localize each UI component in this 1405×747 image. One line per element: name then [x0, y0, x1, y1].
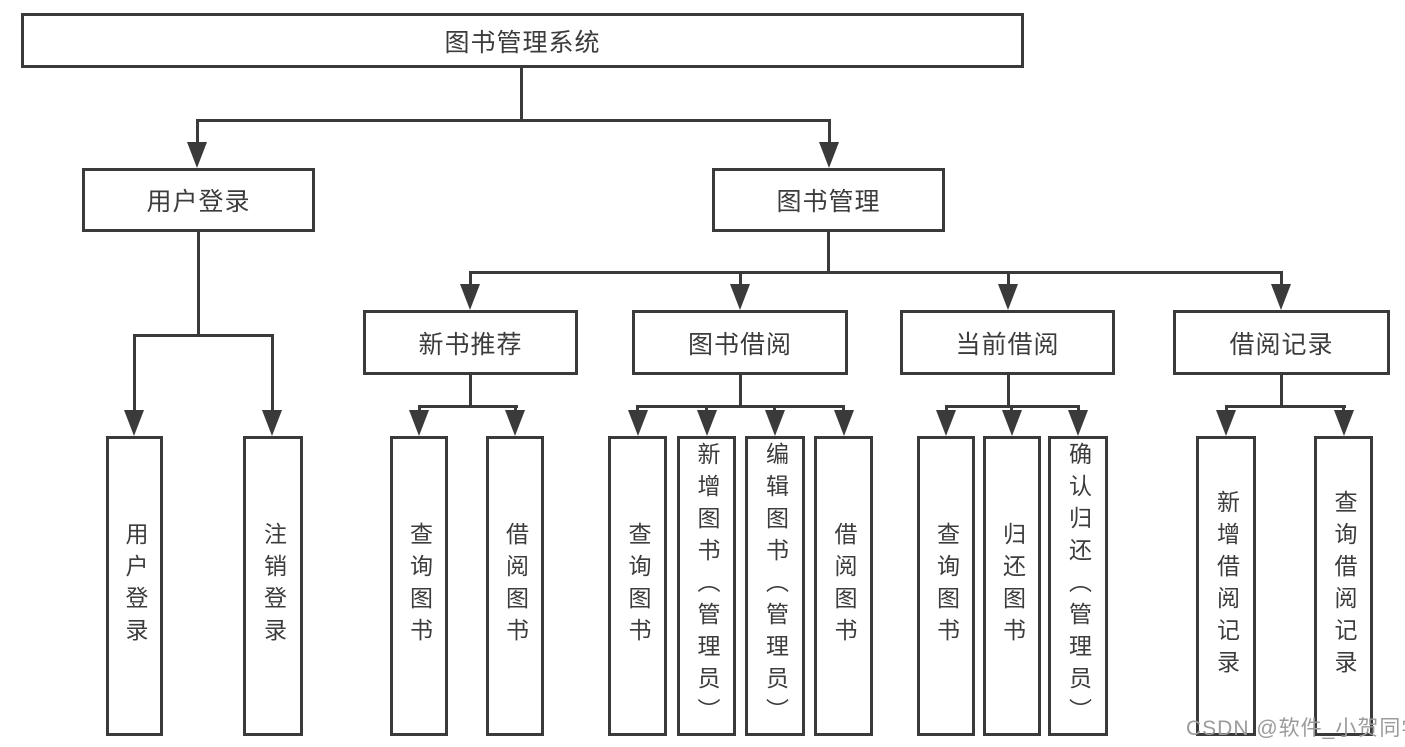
arrow-down-icon [730, 284, 750, 310]
node-borrow-record: 借阅记录 [1173, 310, 1390, 375]
leaf-logout: 注销登录 [243, 436, 303, 736]
leaf-record-add: 新增借阅记录 [1196, 436, 1256, 736]
arrow-down-icon [998, 284, 1018, 310]
connector-leaf-logout-stem [271, 334, 274, 412]
arrow-down-icon [628, 410, 648, 436]
arrow-down-icon [1216, 410, 1236, 436]
arrow-down-icon [1334, 410, 1354, 436]
leaf-newbook-borrow: 借阅图书 [486, 436, 544, 736]
connector-borrow-stem [739, 271, 742, 287]
node-user-login: 用户登录 [82, 168, 315, 232]
arrow-down-icon [1002, 410, 1022, 436]
node-root-system: 图书管理系统 [21, 13, 1024, 68]
connector-root-stem [520, 68, 523, 122]
arrow-down-icon [409, 410, 429, 436]
leaf-record-query: 查询借阅记录 [1314, 436, 1373, 736]
arrow-down-icon [460, 284, 480, 310]
arrow-down-icon [1271, 284, 1291, 310]
arrow-down-icon [834, 410, 854, 436]
connector-mgmt-split-stem [827, 232, 830, 274]
leaf-borrow-borrow: 借阅图书 [814, 436, 873, 736]
connector-bb-hline [636, 405, 845, 408]
connector-cb-stem [1007, 375, 1010, 408]
connector-newbook-stem [469, 271, 472, 287]
arrow-down-icon [262, 410, 282, 436]
arrow-down-icon [1068, 410, 1088, 436]
arrow-down-icon [124, 410, 144, 436]
arrow-down-icon [697, 410, 717, 436]
arrow-down-icon [765, 410, 785, 436]
leaf-borrow-add-admin: 新增图书（管理员） [677, 436, 736, 736]
node-new-book-recommend: 新书推荐 [363, 310, 578, 375]
connector-user-login-stem [196, 119, 199, 146]
connector-leaf-login-stem [133, 334, 136, 412]
csdn-watermark: CSDN @软件_小贺同学 [1186, 717, 1405, 740]
arrow-down-icon [936, 410, 956, 436]
connector-nb-stem [469, 375, 472, 408]
connector-user-split-stem [197, 232, 200, 337]
connector-br-stem [1280, 375, 1283, 408]
node-book-management: 图书管理 [712, 168, 945, 232]
leaf-current-return: 归还图书 [983, 436, 1041, 736]
connector-current-stem [1007, 271, 1010, 287]
connector-bb-stem [739, 375, 742, 408]
connector-mgmt-split-hline [469, 271, 1283, 274]
arrow-down-icon [187, 142, 207, 168]
connector-nb-hline [418, 405, 518, 408]
leaf-current-confirm-admin: 确认归还（管理员） [1048, 436, 1108, 736]
arrow-down-icon [505, 410, 525, 436]
connector-book-mgmt-stem [828, 119, 831, 146]
leaf-current-query: 查询图书 [917, 436, 975, 736]
node-current-borrow: 当前借阅 [900, 310, 1115, 375]
arrow-down-icon [819, 142, 839, 168]
connector-record-stem [1280, 271, 1283, 287]
connector-br-hline [1225, 405, 1346, 408]
connector-user-split-hline [133, 334, 274, 337]
leaf-borrow-query: 查询图书 [608, 436, 667, 736]
leaf-borrow-edit-admin: 编辑图书（管理员） [745, 436, 805, 736]
connector-root-hline [196, 119, 831, 122]
leaf-newbook-query: 查询图书 [390, 436, 448, 736]
node-book-borrow: 图书借阅 [632, 310, 848, 375]
leaf-user-login: 用户登录 [106, 436, 163, 736]
